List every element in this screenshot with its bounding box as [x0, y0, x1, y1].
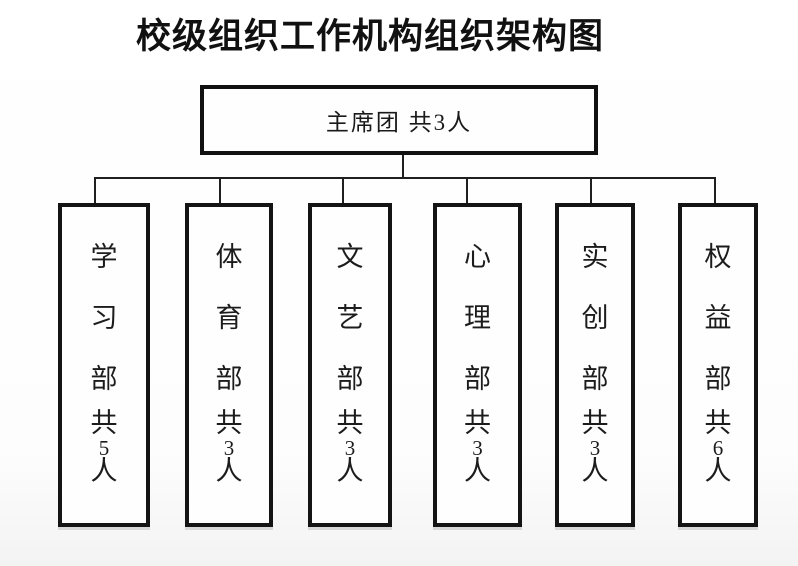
dept-name-char: 实: [581, 242, 609, 272]
dept-count-prefix: 共: [464, 408, 491, 438]
dept-name-char: 部: [90, 364, 118, 394]
dept-name-char: 部: [581, 364, 609, 394]
dept-count-unit: 人: [581, 455, 609, 486]
dept-name-char: 学: [90, 242, 118, 272]
root-node-presidium: 主席团 共3人: [200, 85, 598, 155]
dept-count-unit: 人: [90, 455, 118, 486]
dept-name-char: 部: [704, 364, 732, 394]
dept-count-number: 5: [98, 436, 110, 460]
dept-count-number: 3: [589, 436, 601, 460]
dept-count-prefix: 共: [704, 408, 732, 438]
dept-name-char: 权: [704, 242, 732, 272]
dept-name-char: 心: [464, 242, 491, 272]
dept-count-prefix: 共: [215, 408, 243, 438]
dept-name-char: 部: [336, 364, 364, 394]
dept-name-char: 部: [464, 364, 491, 394]
dept-count-number: 3: [472, 436, 483, 460]
dept-name-char: 理: [464, 303, 491, 333]
dept-name-char: 习: [90, 303, 118, 333]
dept-name-char: 益: [704, 303, 732, 333]
dept-count-unit: 人: [704, 455, 732, 486]
dept-name-char: 艺: [336, 303, 364, 333]
dept-count-prefix: 共: [90, 408, 118, 438]
dept-count-unit: 人: [215, 455, 243, 486]
root-node-label: 主席团 共3人: [325, 110, 473, 135]
dept-count-prefix: 共: [336, 408, 364, 438]
dept-name-char: 部: [215, 364, 243, 394]
dept-count-prefix: 共: [581, 408, 609, 438]
dept-name-char: 文: [336, 242, 364, 272]
dept-count-number: 3: [344, 436, 356, 460]
dept-count-unit: 人: [464, 455, 491, 486]
dept-count-number: 3: [223, 436, 235, 460]
dept-name-char: 育: [215, 303, 243, 333]
dept-count-number: 6: [712, 436, 724, 460]
page-title: 校级组织工作机构组织架构图: [135, 17, 604, 56]
dept-count-unit: 人: [336, 455, 364, 486]
dept-name-char: 创: [581, 303, 609, 333]
dept-name-char: 体: [215, 242, 243, 272]
